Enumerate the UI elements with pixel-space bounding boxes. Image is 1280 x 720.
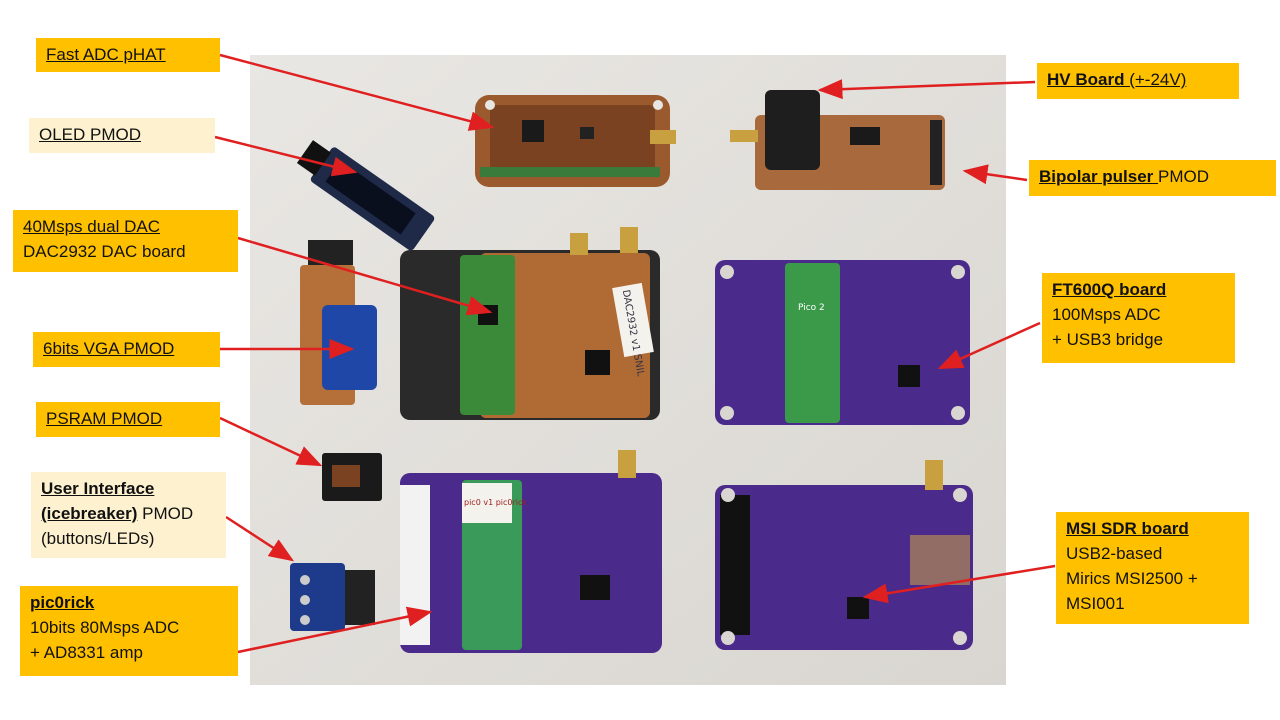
label-ft600q: FT600Q board 100Msps ADC + USB3 bridge (1042, 273, 1235, 363)
label-dual-dac-line2: DAC2932 DAC board (23, 242, 186, 261)
label-ft600q-line2: 100Msps ADC (1052, 305, 1161, 324)
label-ft600q-title: FT600Q board (1052, 280, 1167, 299)
label-vga: 6bits VGA PMOD (33, 332, 220, 367)
msi-sdr-board (715, 460, 973, 650)
label-psram: PSRAM PMOD (36, 402, 220, 437)
pico-board-text: Pico 2 (798, 303, 825, 313)
psram-pmod-board (322, 453, 382, 501)
ft600q-board: Pico 2 (715, 260, 970, 425)
label-psram-title: PSRAM PMOD (46, 409, 163, 428)
label-picorick-line2: 10bits 80Msps ADC (30, 618, 180, 637)
label-ft600q-line3: + USB3 bridge (1052, 330, 1164, 349)
label-oled-title: OLED PMOD (39, 125, 142, 144)
label-ui-line2-rest: PMOD (137, 504, 194, 523)
label-hv-title: HV Board (1047, 70, 1125, 89)
label-bipolar-rest: PMOD (1158, 167, 1210, 186)
label-bipolar: Bipolar pulser PMOD (1029, 160, 1276, 196)
label-picorick-title: pic0rick (30, 593, 95, 612)
label-msi-line2: USB2-based (1066, 544, 1163, 563)
picorick-handwritten-note: pic0 v1 pic0rick (464, 498, 527, 507)
label-fast-adc-title: Fast ADC pHAT (46, 45, 166, 64)
label-msi-title: MSI SDR board (1066, 519, 1189, 538)
ui-pmod-board (290, 563, 375, 631)
label-vga-title: 6bits VGA PMOD (43, 339, 175, 358)
label-dual-dac: 40Msps dual DAC DAC2932 DAC board (13, 210, 238, 272)
pic0rick-board: pic0 v1 pic0rick (400, 450, 662, 653)
label-ui-line2-bold: (icebreaker) (41, 504, 138, 523)
label-ui: User Interface (icebreaker) PMOD (button… (31, 472, 226, 558)
label-dual-dac-line1: 40Msps dual DAC (23, 217, 161, 236)
hv-board (730, 90, 945, 190)
label-oled: OLED PMOD (29, 118, 215, 153)
fast-adc-phat-board (475, 95, 676, 187)
label-ui-line3: (buttons/LEDs) (41, 529, 155, 548)
label-msi-line3: Mirics MSI2500 + (1066, 569, 1198, 588)
label-picorick: pic0rick 10bits 80Msps ADC + AD8331 amp (20, 586, 238, 676)
label-fast-adc: Fast ADC pHAT (36, 38, 220, 72)
label-ui-line1: User Interface (41, 479, 155, 498)
label-picorick-line3: + AD8331 amp (30, 643, 143, 662)
label-hv-rest: (+-24V) (1124, 70, 1187, 89)
boards-photo: DAC2932 v1 SNIL Pico 2 pic0 v1 pic0rick (250, 55, 1006, 685)
label-msi: MSI SDR board USB2-based Mirics MSI2500 … (1056, 512, 1249, 624)
label-bipolar-title: Bipolar pulser (1039, 167, 1159, 186)
dual-dac-board: DAC2932 v1 SNIL (400, 227, 660, 420)
label-hv: HV Board (+-24V) (1037, 63, 1239, 99)
label-msi-line4: MSI001 (1066, 594, 1125, 613)
